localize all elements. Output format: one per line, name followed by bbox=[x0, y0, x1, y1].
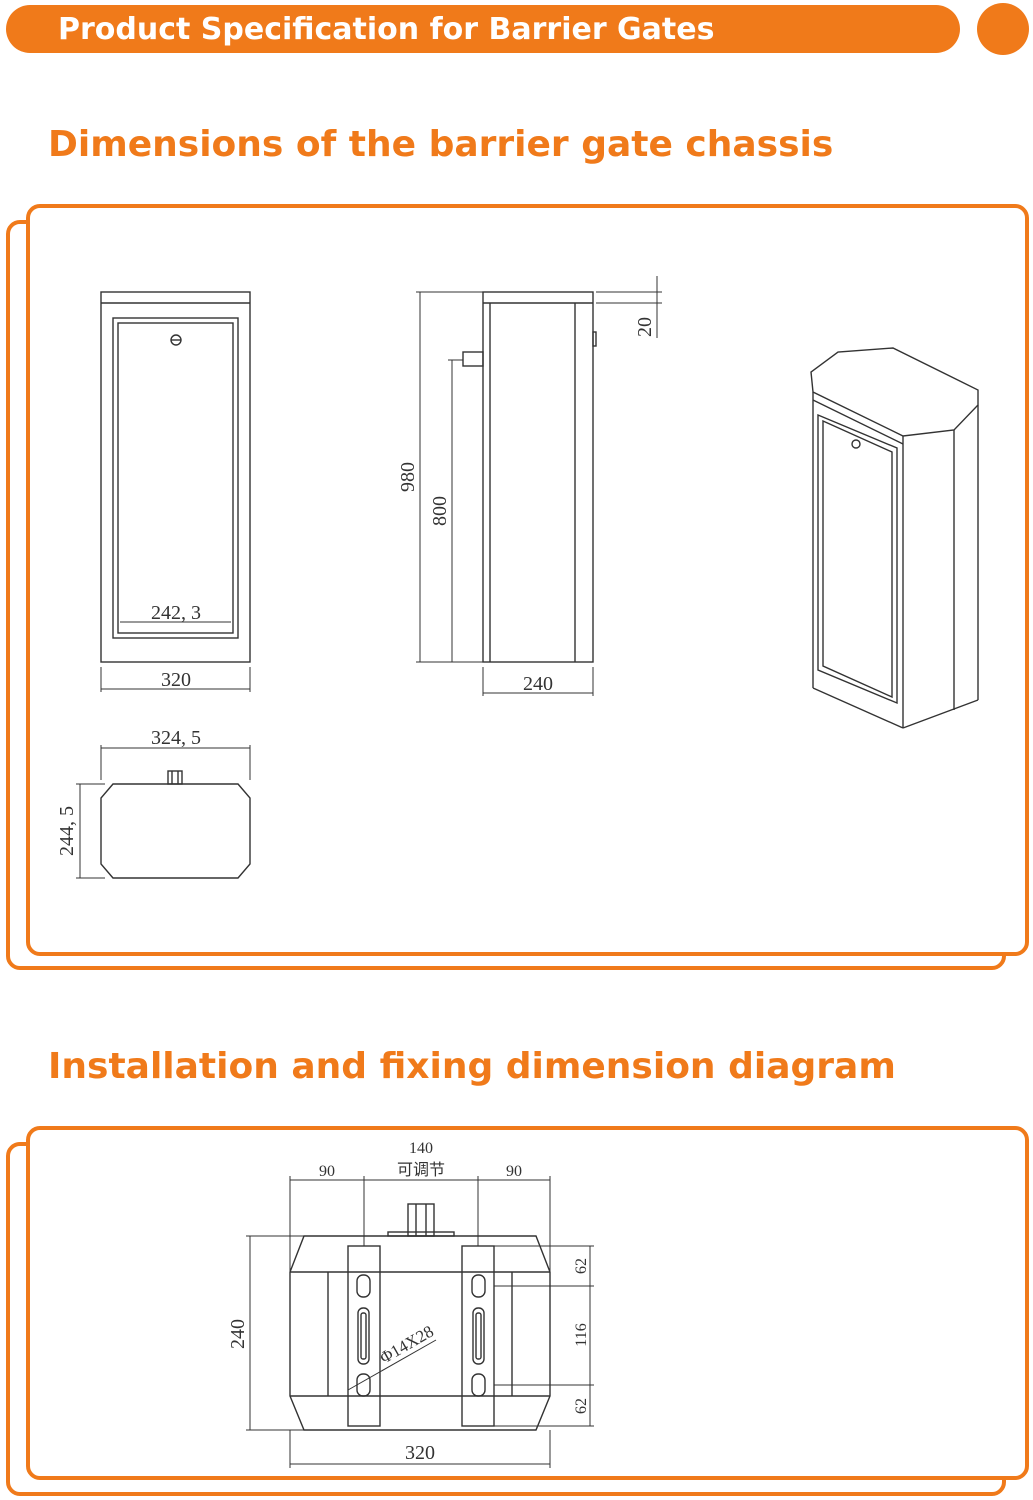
top-margin-label: 62 bbox=[573, 1258, 590, 1274]
arm-height-label: 800 bbox=[429, 496, 451, 526]
top-width-label: 324, 5 bbox=[151, 727, 201, 749]
adjustable-note-label: 可调节 bbox=[397, 1161, 445, 1179]
top-view: 324, 5 244, 5 bbox=[56, 727, 251, 879]
chassis-panel bbox=[26, 204, 1029, 956]
front-view: 242, 3 320 bbox=[100, 291, 251, 692]
door-width-label: 242, 3 bbox=[151, 602, 201, 624]
header-title: Product Specification for Barrier Gates bbox=[58, 11, 715, 47]
front-width-label: 320 bbox=[161, 669, 191, 691]
depth-label: 240 bbox=[227, 1319, 249, 1349]
header-banner: Product Specification for Barrier Gates bbox=[6, 5, 960, 53]
total-height-label: 980 bbox=[397, 462, 419, 492]
adjustable-span-label: 140 bbox=[409, 1140, 433, 1157]
chassis-section-title: Dimensions of the barrier gate chassis bbox=[48, 124, 834, 165]
installation-plan: Φ14X28 90 140 可调节 90 240 320 62 116 62 bbox=[227, 1140, 594, 1468]
right-offset-label: 90 bbox=[506, 1163, 522, 1180]
width-label: 320 bbox=[405, 1442, 435, 1464]
bottom-margin-label: 62 bbox=[573, 1398, 590, 1414]
top-depth-label: 244, 5 bbox=[56, 806, 78, 856]
cap-height-label: 20 bbox=[634, 317, 656, 337]
side-view: 980 800 240 20 bbox=[397, 276, 662, 696]
installation-panel bbox=[26, 1126, 1029, 1480]
perspective-view bbox=[810, 347, 979, 729]
left-offset-label: 90 bbox=[319, 1163, 335, 1180]
side-width-label: 240 bbox=[523, 673, 553, 695]
header-dot bbox=[977, 3, 1029, 55]
middle-span-label: 116 bbox=[573, 1323, 590, 1346]
installation-section-title: Installation and fixing dimension diagra… bbox=[48, 1046, 896, 1087]
